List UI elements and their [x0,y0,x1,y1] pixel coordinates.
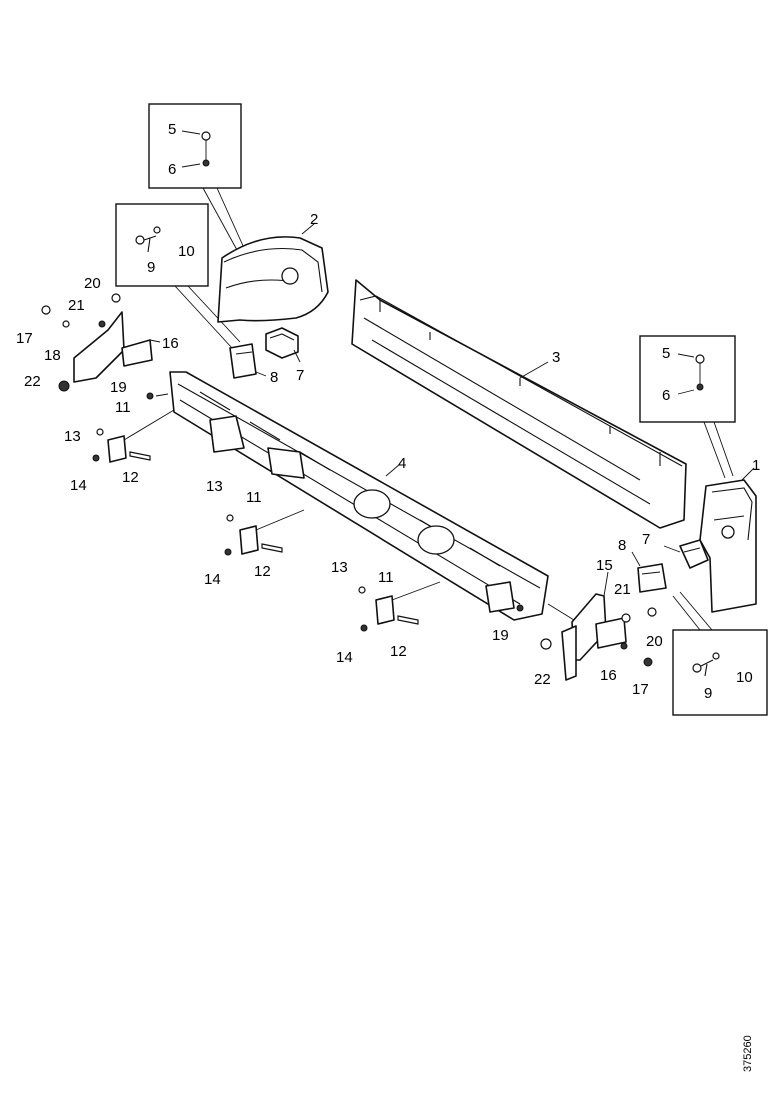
label-21: 21 [614,581,631,598]
callout-box-right: 5 6 [639,335,736,479]
label-10: 10 [178,243,195,260]
label-1: 1 [752,457,760,474]
label-13: 13 [64,428,81,445]
label-21: 21 [68,297,85,314]
label-8: 8 [618,537,626,554]
clip-group-3: 13 11 14 12 [331,559,441,666]
label-19: 19 [110,379,127,396]
label-12: 12 [390,643,407,660]
label-6: 6 [662,387,670,404]
label-11: 11 [246,489,262,506]
right-mount-bracket: 15 21 20 22 16 17 [534,557,663,698]
label-11: 11 [378,569,394,586]
left-mount-bracket: 20 21 17 18 16 22 19 [16,275,179,400]
label-3: 3 [552,349,560,366]
label-6: 6 [168,161,176,178]
part-4-main-beam: 4 [169,371,549,621]
label-14: 14 [204,571,221,588]
label-15: 15 [596,557,613,574]
drawing-number: 375260 [742,1035,754,1072]
beam-end-hardware: 19 [492,603,575,644]
label-16: 16 [600,667,617,684]
label-5: 5 [662,345,670,362]
bracket-7-right: 7 [642,531,709,569]
label-5: 5 [168,121,176,138]
part-3-upper-panel: 3 [351,279,687,529]
label-17: 17 [16,330,33,347]
bracket-8-left: 8 [229,343,278,386]
label-13: 13 [331,559,348,576]
label-11: 11 [115,399,131,416]
clip-group-2: 13 11 14 12 [204,478,305,588]
label-18: 18 [44,347,61,364]
label-14: 14 [336,649,353,666]
bracket-7-left: 7 [265,327,304,384]
callout-box-left: 9 10 [115,203,241,349]
callout-box-bottom-right: 9 10 [672,591,768,716]
label-8: 8 [270,369,278,386]
part-1-right-end-cap: 1 [699,457,760,613]
bracket-8-right: 8 [618,537,667,593]
label-12: 12 [122,469,139,486]
label-17: 17 [632,681,649,698]
label-19: 19 [492,627,509,644]
label-2: 2 [310,211,318,228]
callout-box-top: 5 6 [148,103,245,251]
label-12: 12 [254,563,271,580]
label-4: 4 [398,455,406,472]
label-7: 7 [642,531,650,548]
clip-group-1: 11 13 14 12 [64,399,175,494]
label-10: 10 [736,669,753,686]
label-22: 22 [534,671,551,688]
label-14: 14 [70,477,87,494]
part-2-left-end-cap: 2 [217,211,329,323]
label-22: 22 [24,373,41,390]
label-7: 7 [296,367,304,384]
label-20: 20 [84,275,101,292]
label-9: 9 [147,259,155,276]
label-13: 13 [206,478,223,495]
label-9: 9 [704,685,712,702]
label-16: 16 [162,335,179,352]
label-20: 20 [646,633,663,650]
